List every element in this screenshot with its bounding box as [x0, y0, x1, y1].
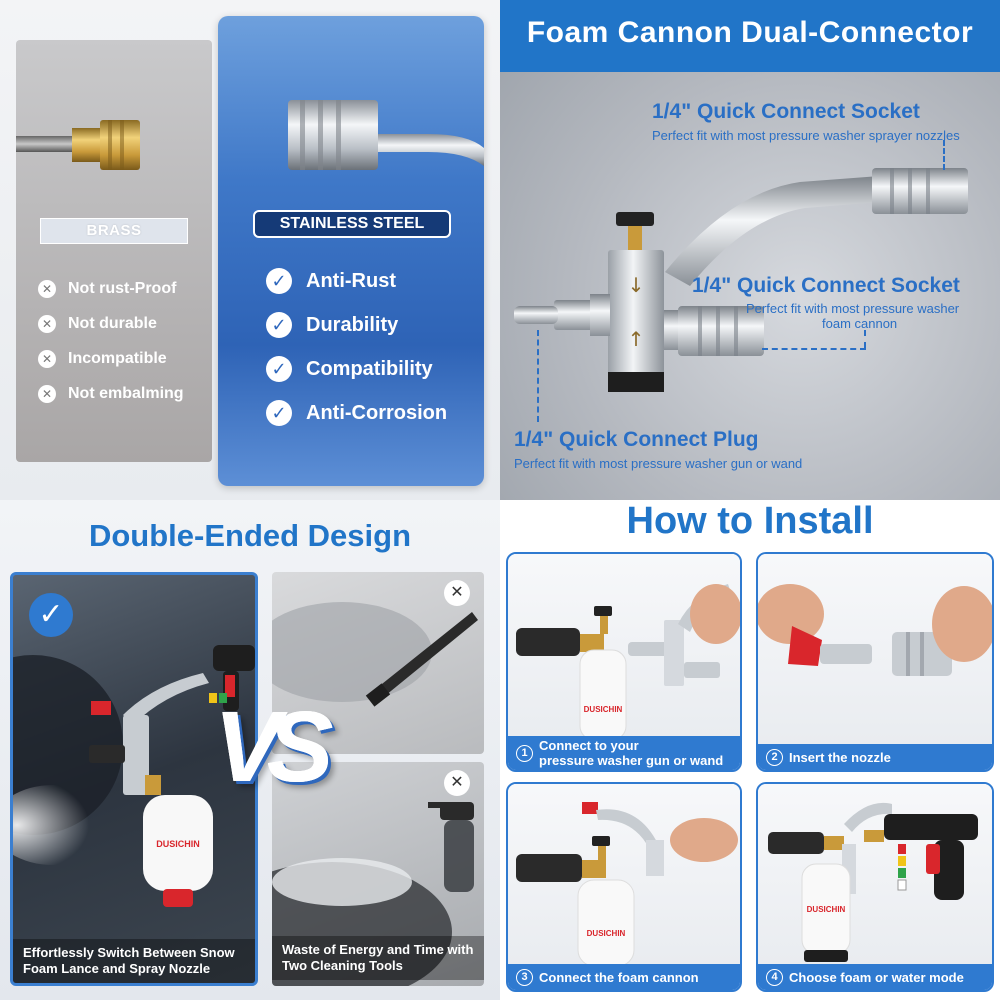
connector-title: Foam Cannon Dual-Connector — [526, 16, 974, 49]
check-icon: ✓ — [266, 268, 292, 294]
x-icon: ✕ — [444, 770, 470, 796]
bad-example-bottle-card: ✕ Waste of Energy and Time with Two Clea… — [272, 762, 484, 986]
connector-header-bar — [500, 0, 1000, 72]
step-4-label: 4 Choose foam or water mode — [758, 964, 992, 990]
step-1-label: 1 Connect to your pressure washer gun or… — [508, 736, 740, 770]
double-ended-title: Double-Ended Design — [88, 518, 412, 553]
install-step-2: 2 Insert the nozzle — [756, 552, 994, 772]
step-number: 4 — [766, 968, 783, 986]
brass-fitting-illustration — [16, 120, 140, 170]
check-icon: ✓ — [266, 356, 292, 382]
plug-title: 1/4" Quick Connect Plug — [514, 428, 759, 451]
stainless-steel-card — [218, 16, 484, 486]
brass-label: BRASS — [40, 218, 188, 244]
check-icon: ✓ — [266, 400, 292, 426]
install-step-3: DUSICHIN 3 Connect the foam cannon — [506, 782, 742, 992]
good-example-card: DUSICHIN ✓ Effortlessly Switch Between S… — [10, 572, 258, 986]
plug-leader-line — [537, 330, 539, 422]
side-socket-leader-line-h — [762, 348, 866, 350]
pro-item: ✓Anti-Corrosion — [266, 400, 447, 426]
step-3-photo: DUSICHIN — [508, 784, 740, 967]
svg-text:↓: ↓ — [628, 273, 645, 297]
foam-cannon-in-use-illustration: DUSICHIN — [13, 645, 255, 907]
bottle-brand-label: DUSICHIN — [587, 929, 626, 938]
stainless-steel-label: STAINLESS STEEL — [253, 210, 451, 238]
con-item: ✕Not embalming — [38, 385, 184, 403]
bad-example-lance-card: ✕ — [272, 572, 484, 754]
pump-sprayer-illustration — [272, 802, 474, 986]
x-icon: ✕ — [38, 315, 56, 333]
dual-connector-illustration: ↓ ↑ — [514, 168, 968, 392]
step-1-photo: DUSICHIN — [508, 554, 740, 741]
step-2-text: Insert the nozzle — [789, 749, 891, 765]
x-icon: ✕ — [38, 280, 56, 298]
step-4-text: Choose foam or water mode — [789, 969, 964, 985]
step-3-text: Connect the foam cannon — [539, 969, 699, 985]
brass-cons-list: ✕Not rust-Proof ✕Not durable ✕Incompatib… — [38, 280, 184, 403]
x-icon: ✕ — [444, 580, 470, 606]
install-title: How to Install — [626, 500, 874, 542]
plug-description: Perfect fit with most pressure washer gu… — [514, 456, 803, 471]
material-comparison-panel: BRASS ✕Not rust-Proof ✕Not durable ✕Inco… — [0, 0, 500, 500]
good-example-caption: Effortlessly Switch Between Snow Foam La… — [13, 939, 255, 983]
side-socket-leader-line-v — [864, 330, 866, 348]
con-item: ✕Not durable — [38, 315, 184, 333]
vs-label: VS — [214, 691, 333, 803]
top-socket-description: Perfect fit with most pressure washer sp… — [652, 128, 960, 143]
step-number: 2 — [766, 748, 783, 766]
step-number: 1 — [516, 744, 533, 762]
step-1-text-line2: pressure washer gun or wand — [539, 753, 724, 768]
step-2-photo — [758, 554, 992, 746]
bottle-brand-label: DUSICHIN — [807, 905, 846, 914]
pro-item: ✓Durability — [266, 312, 447, 338]
pro-item: ✓Anti-Rust — [266, 268, 447, 294]
step-3-illustration: DUSICHIN — [516, 802, 738, 967]
top-socket-title: 1/4" Quick Connect Socket — [652, 100, 920, 123]
check-icon: ✓ — [29, 593, 73, 637]
step-4-illustration: DUSICHIN — [768, 802, 978, 962]
side-socket-title: 1/4" Quick Connect Socket — [692, 274, 960, 297]
bottle-brand-label: DUSICHIN — [584, 705, 623, 714]
step-number: 3 — [516, 968, 533, 986]
install-step-1: DUSICHIN 1 Connect to your pressure wash… — [506, 552, 742, 772]
step-1-text-line1: Connect to your — [539, 738, 639, 753]
steel-fitting-illustration — [288, 100, 484, 170]
top-socket-leader-line — [943, 140, 945, 170]
bad-example-caption: Waste of Energy and Time with Two Cleani… — [272, 936, 484, 980]
svg-text:↑: ↑ — [628, 327, 645, 351]
spray-lance-illustration — [272, 602, 478, 707]
x-icon: ✕ — [38, 350, 56, 368]
install-step-4: DUSICHIN 4 Choose foam or water mode — [756, 782, 994, 992]
pro-item: ✓Compatibility — [266, 356, 447, 382]
step-4-photo: DUSICHIN — [758, 784, 992, 966]
check-icon: ✓ — [266, 312, 292, 338]
con-item: ✕Incompatible — [38, 350, 184, 368]
dual-connector-panel: Foam Cannon Dual-Connector ↓ ↑ 1/4" Quic… — [500, 0, 1000, 500]
con-item: ✕Not rust-Proof — [38, 280, 184, 298]
bottle-brand-label: DUSICHIN — [156, 839, 200, 849]
double-ended-design-panel: Double-Ended Design DUSICHIN ✓ Effortles… — [0, 500, 500, 1000]
side-socket-description-line2: foam cannon — [822, 316, 898, 331]
step-2-label: 2 Insert the nozzle — [758, 744, 992, 770]
side-socket-description-line1: Perfect fit with most pressure washer — [746, 301, 960, 316]
step-2-illustration — [758, 584, 992, 676]
steel-pros-list: ✓Anti-Rust ✓Durability ✓Compatibility ✓A… — [266, 268, 447, 426]
step-1-illustration: DUSICHIN — [516, 584, 740, 741]
how-to-install-panel: How to Install DUSICHIN 1 Connect to you… — [500, 500, 1000, 1000]
x-icon: ✕ — [38, 385, 56, 403]
step-3-label: 3 Connect the foam cannon — [508, 964, 740, 990]
